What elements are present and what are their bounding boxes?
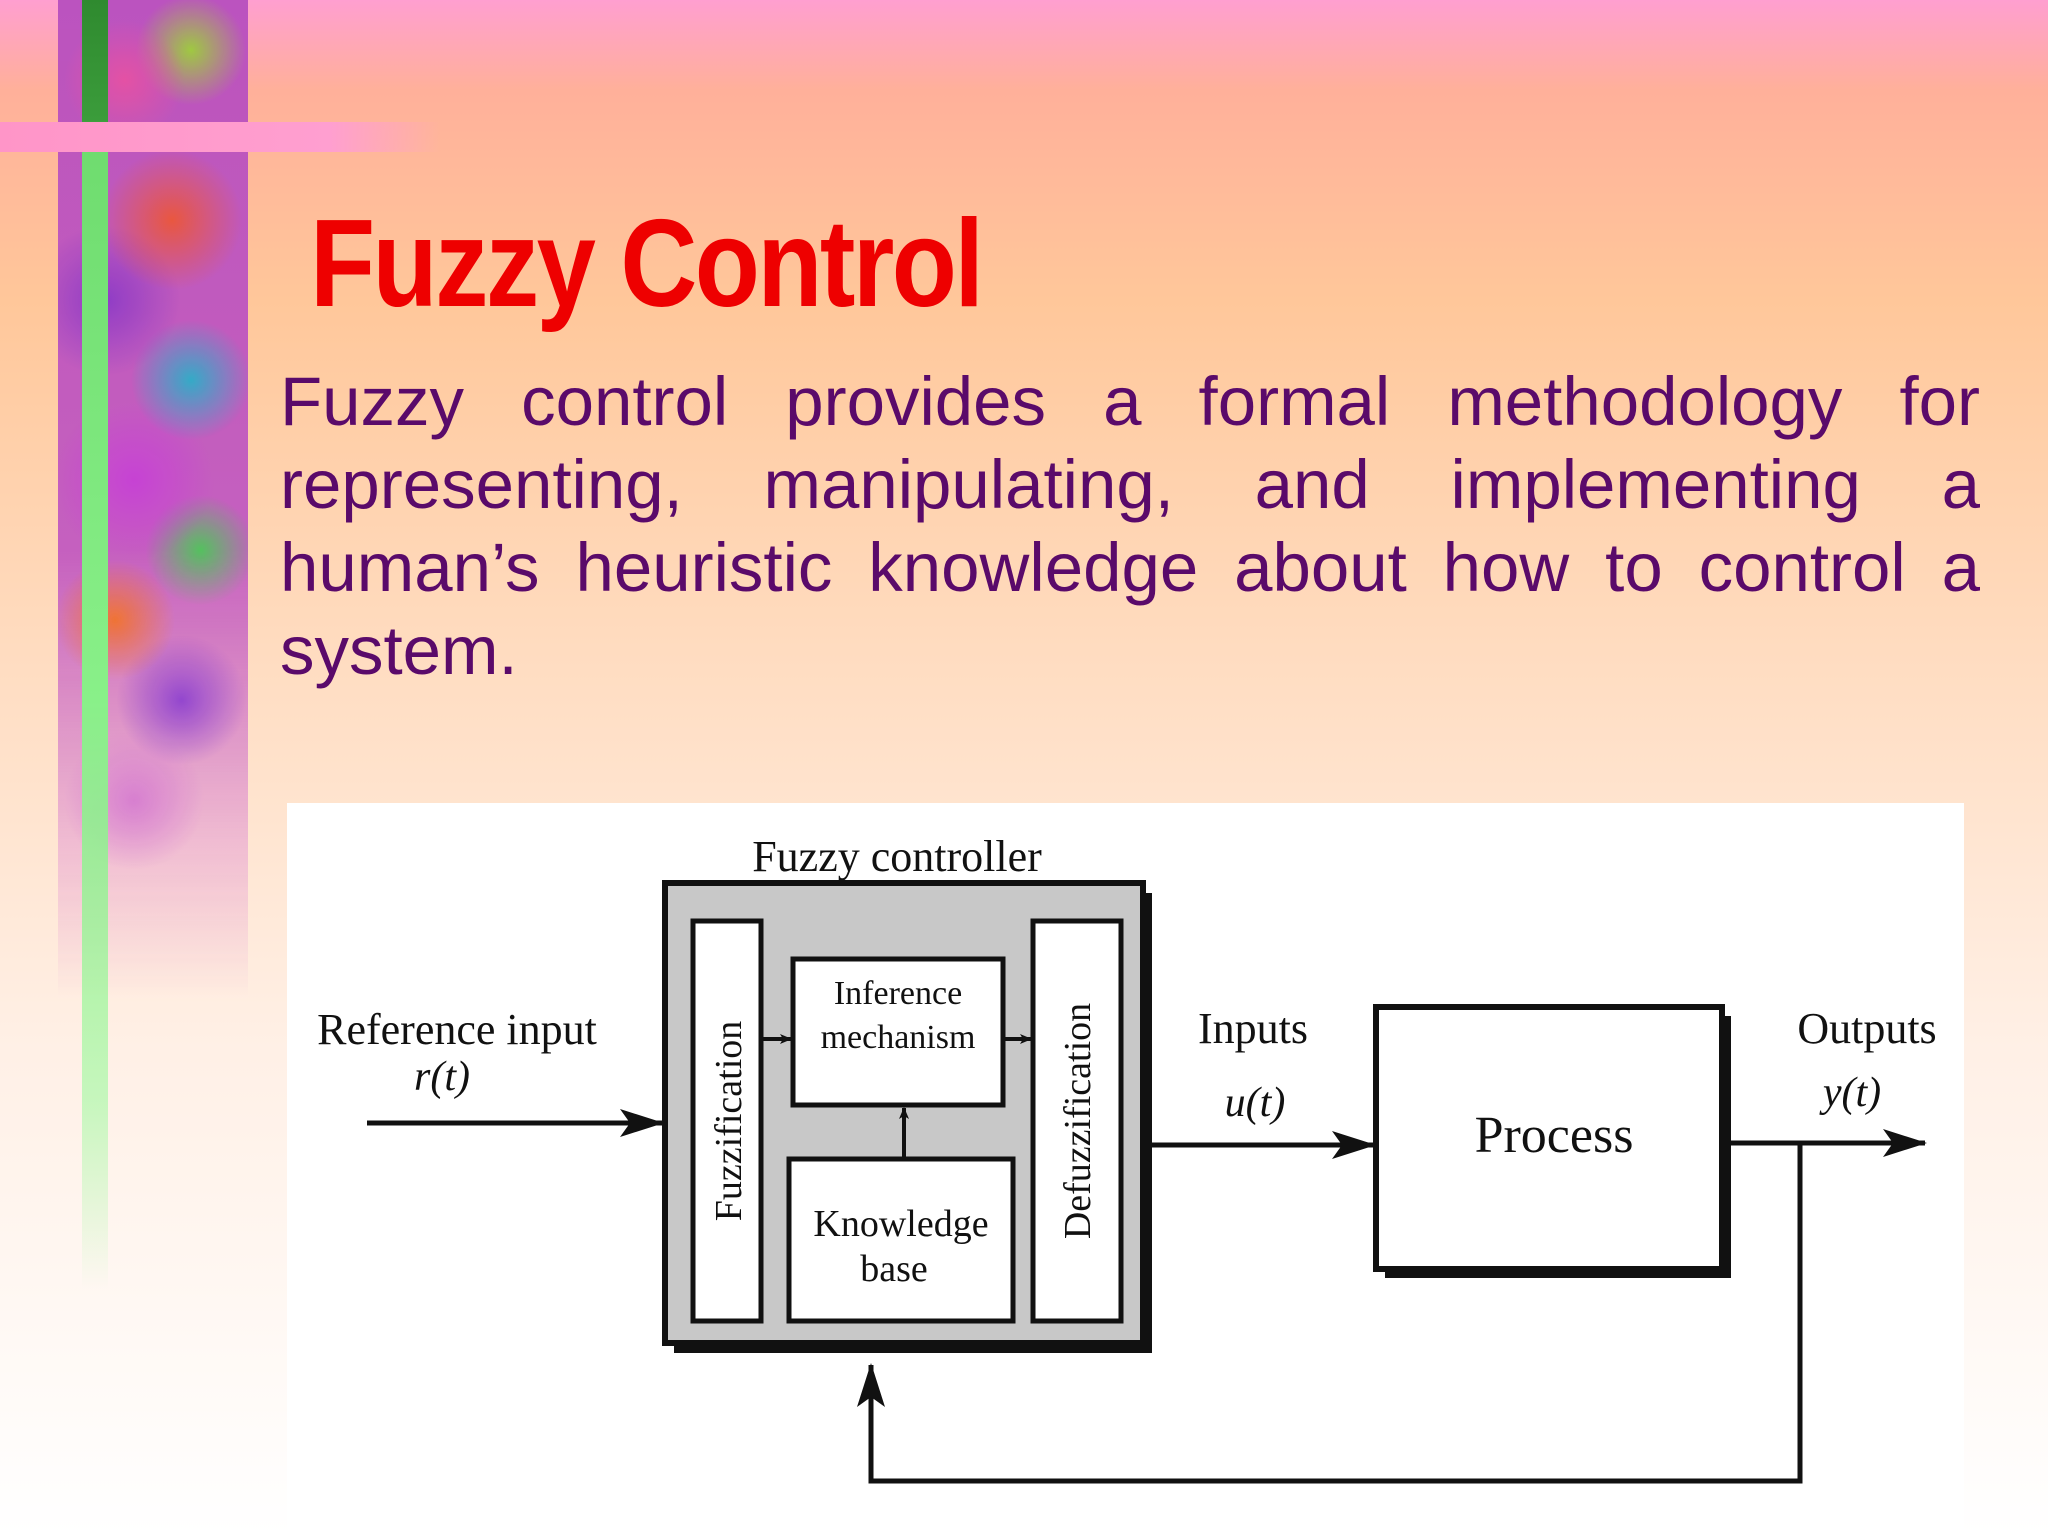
inference-label-line1: Inference — [834, 975, 962, 1012]
defuzzification-label: Defuzzification — [1057, 1003, 1099, 1239]
fuzzification-block — [690, 918, 764, 1324]
inference-mechanism-block — [790, 956, 1006, 1108]
decorative-pink-bar — [0, 122, 440, 152]
slide-title: Fuzzy Control — [310, 195, 984, 333]
outputs-label: Outputs — [1797, 1004, 1936, 1053]
fuzzy-controller-label: Fuzzy controller — [752, 832, 1042, 881]
defuzzification-block — [1030, 918, 1124, 1324]
knowledge-base-block — [786, 1156, 1016, 1324]
process-block — [1373, 1004, 1725, 1272]
decorative-green-bar — [82, 0, 108, 1290]
reference-input-label: Reference input — [317, 1005, 597, 1054]
feedback-loop-arrow — [857, 1143, 1803, 1484]
inference-label-line2: mechanism — [821, 1019, 976, 1056]
fuzzification-label: Fuzzification — [708, 1021, 750, 1221]
inputs-signal-label: u(t) — [1225, 1080, 1286, 1126]
knowledge-label-line2: base — [860, 1248, 928, 1290]
inputs-label: Inputs — [1198, 1004, 1308, 1053]
process-label: Process — [1475, 1107, 1634, 1164]
slide-body-text: Fuzzy control provides a formal methodol… — [280, 363, 1980, 689]
fuzzy-control-diagram: Fuzzy controller Fuzzification Inference… — [287, 803, 1964, 1536]
outputs-signal-label: y(t) — [1819, 1070, 1881, 1116]
reference-signal-label: r(t) — [414, 1054, 470, 1100]
knowledge-label-line1: Knowledge — [813, 1203, 988, 1245]
